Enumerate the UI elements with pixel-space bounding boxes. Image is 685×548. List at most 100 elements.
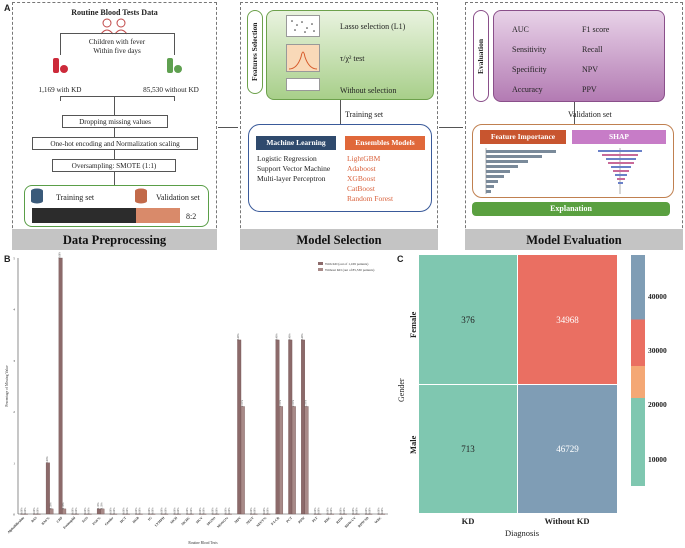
ml-item: Support Vector Machine (257, 164, 331, 173)
feature-importance-header: Feature Importance (480, 130, 566, 144)
shap-plot (578, 148, 662, 194)
x-tick-label: RDW-CV (344, 515, 357, 528)
legend-entry: Without KD (out of 85,530 patients) (325, 268, 374, 273)
bar-kd (58, 257, 63, 515)
bar-value-label: 2.10% (305, 399, 308, 407)
x-tick-label: WBC (374, 515, 383, 524)
bar-value-label: 0.00% (173, 507, 176, 515)
eval-validation-set: Validation set (568, 110, 612, 119)
colorbar (631, 255, 645, 486)
bar-value-label: 0.00% (327, 507, 330, 515)
bar-value-label: 0.10% (100, 502, 103, 510)
training-bar (32, 208, 136, 223)
split-ratio: 8:2 (186, 212, 197, 221)
x-tick-label: LYMPH (154, 516, 166, 528)
y-tick-label: 3 (13, 359, 15, 363)
dataset-split-box (24, 185, 209, 227)
arrow-3 (114, 150, 115, 159)
arrow-4 (114, 172, 115, 185)
bar-value-label: 0.00% (71, 507, 74, 515)
feature-importance-plot (484, 148, 564, 194)
x-tick-label: MONO (206, 516, 217, 527)
legend-entry: With KD (out of 1,169 patients) (325, 262, 368, 267)
bar-value-label: 0.00% (254, 507, 257, 515)
bar-value-label: 2.10% (241, 399, 244, 407)
arrow-1 (114, 97, 115, 115)
y-axis-label: Percentage of Missing Value (5, 365, 9, 407)
bar-value-label: 0.00% (381, 507, 384, 515)
bar-value-label: 0.00% (365, 507, 368, 515)
bar-value-label: 0.00% (135, 507, 138, 515)
bar-value-label: 1.00% (46, 456, 49, 464)
x-tick-label: RDW-SD (357, 515, 370, 528)
x-axis-label: Routine Blood Tests (188, 541, 218, 545)
x-tick-label: AlphaBilirubin (7, 516, 26, 535)
bar-value-label: 0.00% (151, 507, 154, 515)
cell-value: 713 (461, 444, 475, 454)
step-dropping: Dropping missing values (62, 115, 168, 128)
bar-value-label: 0.00% (113, 507, 116, 515)
colorbar-tick: 30000 (648, 346, 667, 355)
step-smote: Oversampling: SMOTE (1:1) (52, 159, 176, 172)
training-set-label: Training set (56, 193, 95, 202)
bar-value-label: 0.00% (88, 507, 91, 515)
bar-value-label: 0.00% (20, 507, 23, 515)
bar-value-label: 0.00% (126, 507, 129, 515)
bar-kd (237, 339, 242, 515)
x-tick-label: PDW (297, 515, 306, 524)
x-tick-label: MCV (195, 515, 204, 524)
bar-value-label: 0.00% (24, 507, 27, 515)
model-training-set: Training set (345, 110, 384, 119)
bar-value-label: 0.00% (224, 507, 227, 515)
bar-value-label: 0.00% (84, 507, 87, 515)
x-tick-label: RBC (323, 515, 331, 523)
models-box (248, 124, 432, 212)
ensemble-header: Ensembles Models (345, 136, 425, 150)
ensemble-item: Random Forest (347, 194, 394, 203)
bar-value-label: 2.10% (279, 399, 282, 407)
x-tick-label: MPV (234, 515, 243, 524)
x-tick-label: CRP (56, 516, 64, 524)
bar-value-label: 0.00% (177, 507, 180, 515)
ensemble-item: XGBoost (347, 174, 376, 183)
children-line2: Within five days (93, 47, 141, 55)
metric-item: AUC (512, 25, 529, 34)
bar-value-label: 3.40% (301, 333, 304, 341)
bar-value-label: 3.40% (276, 333, 279, 341)
preprocessing-section-title: Data Preprocessing (12, 229, 217, 250)
bar-value-label: 2.10% (292, 399, 295, 407)
bar-value-label: 0.00% (164, 507, 167, 515)
heatmap-cell-female-kd: 376 (419, 255, 518, 384)
ensemble-item: LightGBM (347, 154, 381, 163)
ml-header: Machine Learning (256, 136, 336, 150)
bar-value-label: 0.00% (122, 507, 125, 515)
bar-value-label: 0.00% (378, 507, 381, 515)
bar-without-kd (240, 406, 245, 515)
ensemble-item: CatBoost (347, 184, 375, 193)
metrics-left: AUC Sensitivity Specificity Accuracy (512, 20, 547, 100)
gender-axis-label: Gender (397, 378, 406, 402)
children-line1: Children with fever (88, 38, 146, 46)
bar-value-label: 5.00% (59, 252, 62, 258)
bar-value-label: 0.00% (317, 507, 320, 515)
x-tick-label: Gender (104, 516, 115, 527)
kd-tube-icon (52, 56, 68, 76)
bar-without-kd (304, 406, 309, 515)
panel-a-letter: A (4, 3, 11, 13)
x-tick-label: MONO% (216, 515, 229, 528)
bar-value-label: 3.40% (288, 333, 291, 341)
bar-value-label: 0.10% (62, 502, 65, 510)
ml-list: Logistic Regression Support Vector Machi… (257, 154, 330, 184)
x-tick-label: NEUT% (256, 515, 268, 527)
bar-value-label: 0.00% (33, 507, 36, 515)
bar-value-label: 0.00% (368, 507, 371, 515)
bar-value-label: 0.00% (139, 507, 142, 515)
x-tick-label: IG (147, 516, 153, 522)
evaluation-section-title: Model Evaluation (465, 229, 683, 250)
bar-value-label: 0.00% (186, 507, 189, 515)
bar-value-label: 0.00% (339, 507, 342, 515)
bar-value-label: 0.00% (356, 507, 359, 515)
bar-value-label: 0.00% (199, 507, 202, 515)
arrow-2 (114, 128, 115, 137)
legend-swatch (318, 262, 323, 265)
